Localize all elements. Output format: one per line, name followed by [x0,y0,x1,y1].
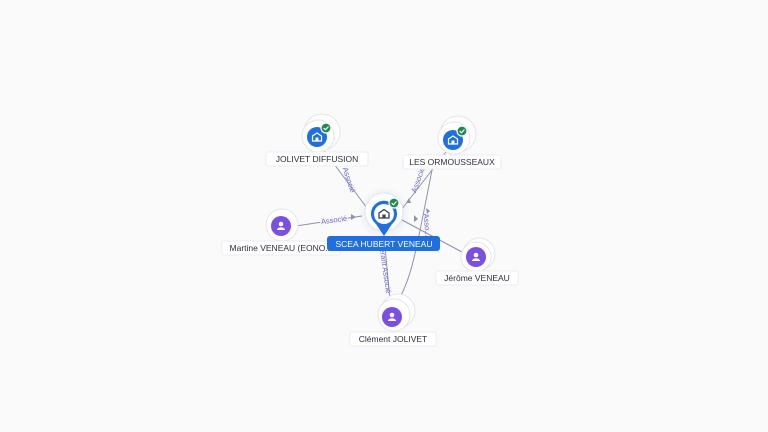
node-label: Jérôme VENEAU [444,273,510,283]
verified-badge-icon [320,122,332,134]
person-icon [472,252,480,261]
building-icon [311,132,323,142]
node-jerome-veneau[interactable]: Jérôme VENEAU [435,237,519,286]
person-icon [277,221,285,230]
edge-label: Associé [320,214,347,227]
edge-label: Associé [341,166,358,194]
node-martine-veneau[interactable]: Martine VENEAU (EONO... [221,208,341,256]
center-node-label: SCEA HUBERT VENEAU [336,239,433,249]
node-jolivet-diffusion[interactable]: JOLIVET DIFFUSION [265,113,369,167]
building-icon [447,135,459,145]
node-center-scea-hubert-veneau[interactable]: SCEA HUBERT VENEAU [327,187,440,251]
verified-badge-icon [456,125,468,137]
edge-label: Asso... [422,213,433,237]
node-clement-jolivet[interactable]: Clément JOLIVET [349,293,437,347]
node-label: JOLIVET DIFFUSION [276,154,359,164]
node-les-ormousseaux[interactable]: LES ORMOUSSEAUX [402,115,502,170]
person-icon [388,312,396,321]
node-label: LES ORMOUSSEAUX [409,157,495,167]
verified-badge-icon [388,197,400,209]
edge-clement-jolivet-to-les-ormousseaux: Asso... [397,169,433,301]
building-icon [378,208,390,219]
edge-martine-veneau-to-center: Associé [295,213,363,227]
edges-layer: Associé Associé Associé Gérant Associé [295,147,463,301]
node-label: Clément JOLIVET [359,334,428,344]
node-label: Martine VENEAU (EONO... [230,243,333,253]
